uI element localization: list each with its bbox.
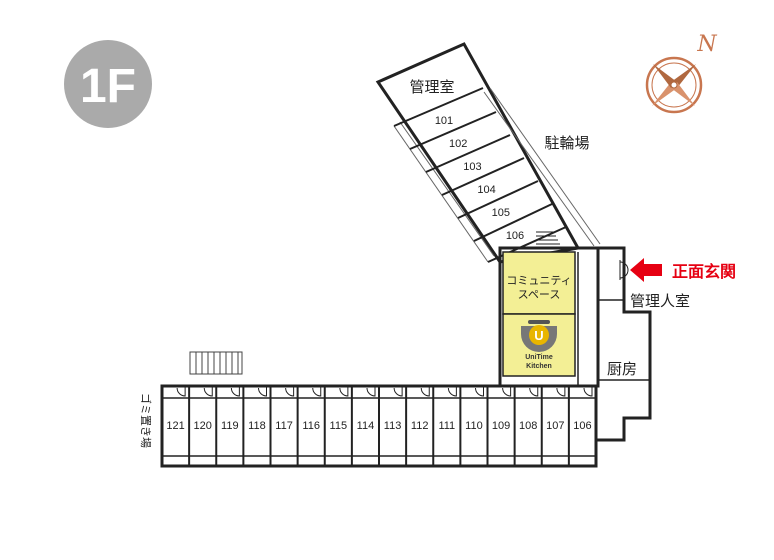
garbage-label: ゴミ置き場 [139,393,153,448]
south-room-117: 117 [275,420,293,432]
south-room-112: 112 [411,420,429,432]
north-room-104: 104 [477,184,495,196]
south-room-108: 108 [519,420,537,432]
center-corridor [577,252,650,386]
south-room-114: 114 [357,420,375,432]
south-room-109: 109 [492,420,510,432]
door-icon [339,386,349,397]
north-wing-room-dividers [393,87,567,263]
door-icon [176,386,186,397]
north-stairs-icon [536,231,560,245]
door-icon [393,386,403,397]
door-icon [312,386,322,397]
entrance-label: 正面玄関 [672,262,736,281]
pot-icon: U [521,320,557,352]
north-room-103: 103 [463,161,481,173]
community-space-label-1: コミュニティ [506,274,571,287]
south-room-111: 111 [438,420,455,432]
door-icon [258,386,267,397]
bike-parking-label: 駐輪場 [544,134,589,152]
community-space-label-2: スペース [518,288,561,301]
north-room-102: 102 [449,138,467,150]
entrance-door-icon [619,260,629,280]
south-room-120: 120 [194,420,212,432]
north-wing-corridor [393,87,601,263]
door-icon [556,386,566,397]
community-space: コミュニティ スペース [502,251,576,315]
office-label: 管理室 [409,78,454,96]
door-icon [203,386,213,397]
entrance-arrow-icon [630,258,662,282]
door-icon [420,386,430,397]
compass-icon: N [645,32,717,114]
north-room-105: 105 [492,207,510,219]
south-room-106: 106 [573,420,591,432]
kitchen-room-label: 厨房 [607,360,637,378]
bike-rack-icon [189,351,243,375]
door-icon [583,386,593,397]
south-room-113: 113 [384,420,402,432]
logo-letter: U [534,328,543,343]
door-icon [366,386,376,397]
south-room-121: 121 [166,420,184,432]
south-room-116: 116 [302,420,320,432]
door-icon [475,386,484,397]
logo-line1: UniTime [525,354,553,361]
door-icon [285,386,295,397]
logo-line2: Kitchen [526,363,552,370]
door-icon [447,386,457,397]
floor-label: 1F [80,60,136,113]
south-wing-rooms: 121 120 119 118 117 116 115 114 113 112 111 110 109 1… [166,386,593,466]
compass-north-label: N [696,32,717,57]
south-room-110: 110 [465,420,483,432]
north-room-101: 101 [435,115,453,127]
south-room-107: 107 [546,420,564,432]
south-room-119: 119 [221,420,239,432]
unitime-kitchen-area: U UniTime Kitchen [502,313,576,377]
door-icon [230,386,240,397]
floor-badge: 1F [64,40,152,128]
north-room-106: 106 [506,230,524,242]
north-wing-rooms: 101 102 103 104 105 106 [435,115,524,242]
door-icon [502,386,512,397]
south-room-115: 115 [330,420,348,432]
manager-room-label: 管理人室 [630,292,690,310]
door-icon [529,386,539,397]
south-room-118: 118 [248,420,266,432]
